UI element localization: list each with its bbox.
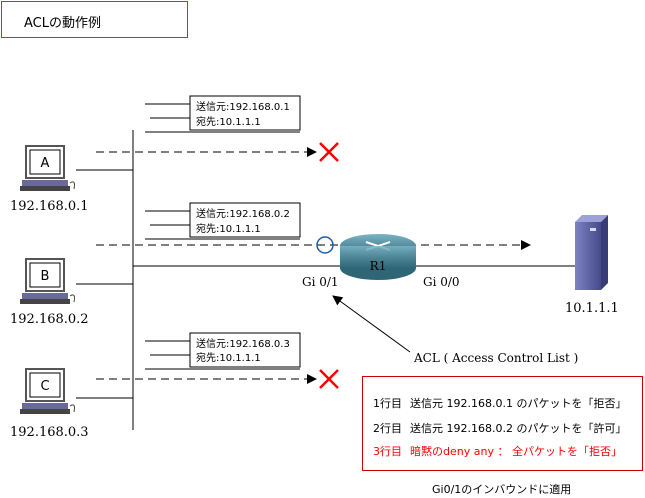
router-in-interface: Gi 0/1 [302, 275, 339, 289]
router-icon [340, 234, 416, 280]
acl-rule-3-text: 暗黙のdeny any ： 全パケットを「拒否」 [410, 445, 622, 458]
page-title: ACLの動作例 [24, 16, 101, 31]
server-icon [575, 215, 608, 290]
deny-x-c-icon [319, 369, 339, 389]
acl-applied-marker [316, 236, 334, 254]
packet-label-b [145, 202, 301, 240]
packet-b-dst: 宛先:10.1.1.1 [196, 222, 261, 235]
router-label: R1 [370, 259, 387, 273]
packet-a-dst: 宛先:10.1.1.1 [196, 115, 261, 128]
host-b-letter: B [41, 269, 50, 284]
acl-rule-3: 3行目暗黙のdeny any ： 全パケットを「拒否」 [373, 443, 630, 459]
server-ip: 10.1.1.1 [565, 301, 619, 316]
acl-label: ACL ( Access Control List ) [413, 351, 578, 365]
acl-rules-box: 1行目送信元 192.168.0.1 のパケットを「拒否」 2行目送信元 192… [362, 376, 643, 471]
host-b-ip: 192.168.0.2 [10, 312, 89, 327]
host-a [20, 145, 75, 191]
deny-x-a-icon [319, 142, 339, 162]
packet-c-dst: 宛先:10.1.1.1 [196, 351, 261, 364]
host-c [20, 368, 75, 414]
host-b [20, 258, 75, 304]
acl-rule-1: 1行目送信元 192.168.0.1 のパケットを「拒否」 [373, 395, 634, 411]
packet-label-a [145, 95, 301, 133]
title-box: ACLの動作例 [1, 1, 188, 38]
host-a-ip: 192.168.0.1 [10, 199, 89, 214]
acl-rule-1-line: 1行目 [373, 397, 402, 410]
packet-b-src: 送信元:192.168.0.2 [196, 207, 290, 220]
host-a-letter: A [41, 156, 50, 171]
acl-rule-2-line: 2行目 [373, 422, 402, 435]
acl-rule-2-text: 送信元 192.168.0.2 のパケットを「許可」 [410, 422, 627, 435]
packet-a-src: 送信元:192.168.0.1 [196, 100, 290, 113]
router-out-interface: Gi 0/0 [423, 275, 460, 289]
acl-rule-1-text: 送信元 192.168.0.1 のパケットを「拒否」 [410, 397, 627, 410]
acl-rule-3-line: 3行目 [373, 445, 402, 458]
packet-c-src: 送信元:192.168.0.3 [196, 337, 290, 350]
acl-rule-2: 2行目送信元 192.168.0.2 のパケットを「許可」 [373, 420, 634, 436]
acl-pointer [332, 295, 411, 353]
host-c-letter: C [40, 379, 49, 394]
packet-label-c [145, 332, 301, 370]
host-c-ip: 192.168.0.3 [10, 425, 89, 440]
acl-caption: Gi0/1のインバウンドに適用 [432, 483, 572, 496]
